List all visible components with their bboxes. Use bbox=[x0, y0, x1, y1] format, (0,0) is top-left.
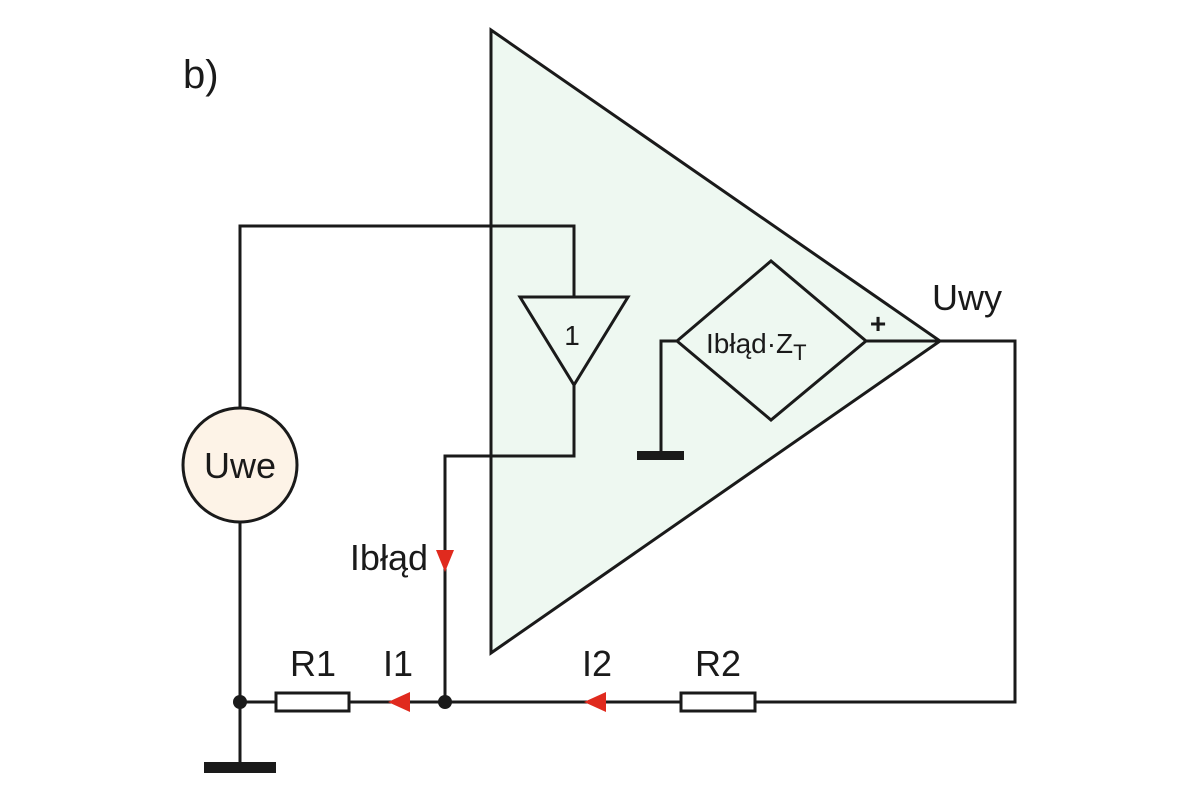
wire-diamond-ground bbox=[659, 339, 677, 455]
amplifier-triangle bbox=[489, 27, 943, 656]
current-i2-label: I2 bbox=[582, 643, 612, 684]
ground-symbol-main bbox=[204, 762, 276, 773]
resistor-r2-label: R2 bbox=[695, 643, 741, 684]
buffer-gain-label: 1 bbox=[564, 320, 580, 351]
wire-buffer-to-node bbox=[443, 385, 576, 702]
polarity-plus: + bbox=[870, 308, 886, 339]
source-label: Uwe bbox=[204, 445, 276, 486]
current-i1-label: I1 bbox=[383, 643, 413, 684]
arrow-error-current bbox=[436, 550, 454, 572]
arrow-i1 bbox=[388, 692, 410, 712]
resistor-r2 bbox=[679, 691, 757, 713]
buffer-triangle bbox=[517, 295, 631, 388]
transimpedance-label-main: Ibłąd·Z bbox=[706, 328, 793, 359]
output-label: Uwy bbox=[932, 277, 1002, 318]
junction-sum-node bbox=[438, 695, 452, 709]
figure-label: b) bbox=[183, 53, 219, 97]
wire-output-feedback bbox=[755, 339, 1017, 704]
current-error-label: Ibłąd bbox=[350, 537, 428, 578]
transimpedance-label-sub: T bbox=[793, 340, 806, 365]
ground-symbol-internal bbox=[637, 451, 684, 460]
wire-source-to-buffer bbox=[238, 224, 576, 408]
junction-ground-node bbox=[233, 695, 247, 709]
arrow-i2 bbox=[584, 692, 606, 712]
resistor-r1-label: R1 bbox=[290, 643, 336, 684]
resistor-r1 bbox=[274, 691, 351, 713]
transimpedance-label: Ibłąd·ZT bbox=[706, 328, 807, 365]
